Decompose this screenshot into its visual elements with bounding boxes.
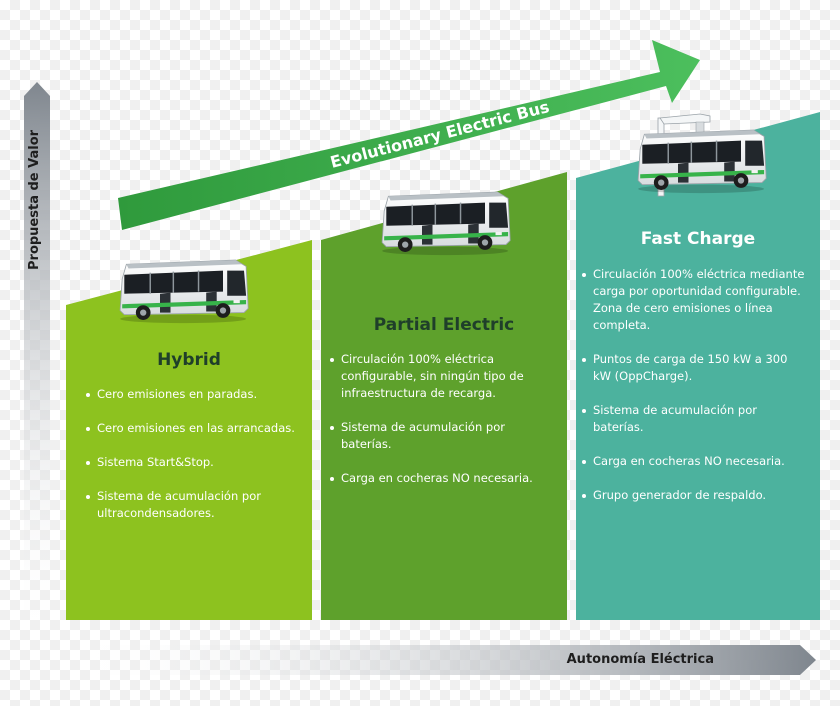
panel-partial-electric-bg (321, 172, 567, 620)
list-item: Sistema de acumulación por baterías. (582, 402, 808, 436)
list-item: Circulación 100% eléctrica configurable,… (330, 351, 558, 402)
list-item: Sistema de acumulación por ultracondensa… (86, 488, 298, 522)
bus-hybrid-icon (119, 259, 249, 324)
panel-hybrid-bg (66, 240, 312, 620)
list-item: Sistema Start&Stop. (86, 454, 298, 471)
panel-fast-charge-title: Fast Charge (640, 229, 756, 249)
list-item: Cero emisiones en las arrancadas. (86, 420, 298, 437)
list-item: Carga en cocheras NO necesaria. (582, 453, 808, 470)
panel-hybrid-features: Cero emisiones en paradas. Cero emisione… (86, 386, 298, 539)
y-axis-arrow (24, 82, 50, 645)
y-axis-label: Propuesta de Valor (27, 129, 42, 270)
list-item: Sistema de acumulación por baterías. (330, 419, 558, 453)
panel-partial-electric-features: Circulación 100% eléctrica configurable,… (330, 351, 558, 504)
list-item: Carga en cocheras NO necesaria. (330, 470, 558, 487)
panel-hybrid-title: Hybrid (157, 350, 221, 370)
list-item: Circulación 100% eléctrica mediante carg… (582, 266, 808, 334)
x-axis-arrow (62, 645, 816, 675)
list-item: Grupo generador de respaldo. (582, 487, 808, 504)
panel-partial-electric-title: Partial Electric (373, 315, 515, 335)
list-item: Cero emisiones en paradas. (86, 386, 298, 403)
evolution-arrow-label: Evolutionary Electric Bus (328, 97, 551, 172)
bus-partial-electric-icon (381, 191, 511, 256)
panel-fast-charge-bg (576, 112, 820, 620)
bus-fast-charge-icon (637, 129, 767, 194)
panel-fast-charge-features: Circulación 100% eléctrica mediante carg… (582, 266, 808, 521)
evolution-arrow (118, 40, 700, 230)
x-axis-label: Autonomía Eléctrica (566, 652, 714, 667)
list-item: Puntos de carga de 150 kW a 300 kW (OppC… (582, 351, 808, 385)
